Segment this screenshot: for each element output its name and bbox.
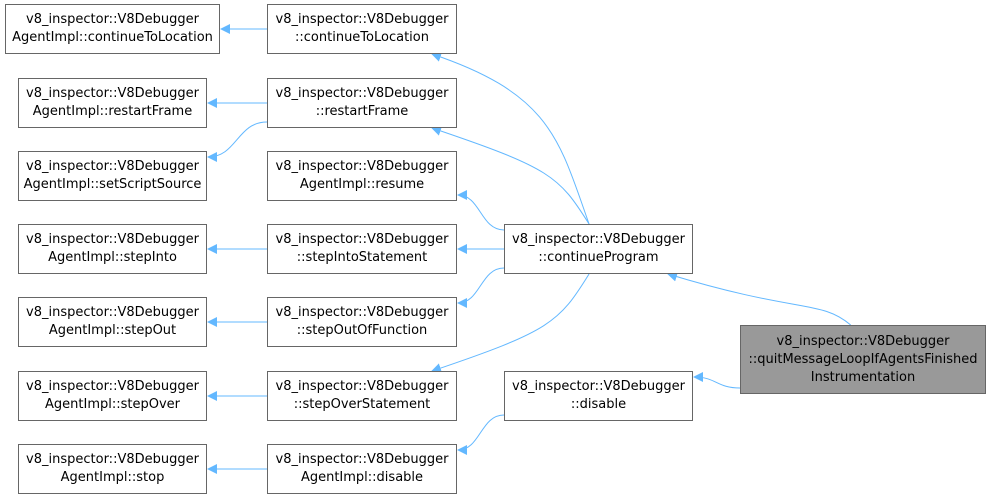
node-label-line: v8_inspector::V8Debugger [26, 452, 199, 467]
node-label-line: AgentImpl::stepInto [48, 250, 177, 265]
node-label-line: v8_inspector::V8Debugger [512, 379, 685, 394]
node-debugger-step-over-statement[interactable]: v8_inspector::V8Debugger ::stepOverState… [267, 371, 457, 421]
node-label-line: v8_inspector::V8Debugger [26, 232, 199, 247]
node-agent-step-out[interactable]: v8_inspector::V8Debugger AgentImpl::step… [18, 297, 207, 347]
node-debugger-restart-frame[interactable]: v8_inspector::V8Debugger ::restartFrame [267, 78, 457, 128]
node-label-line: v8_inspector::V8Debugger [26, 305, 199, 320]
call-edge-arrow [431, 52, 590, 225]
node-debugger-step-into-statement[interactable]: v8_inspector::V8Debugger ::stepIntoState… [267, 224, 457, 274]
node-label-line: AgentImpl::stepOut [48, 323, 177, 338]
node-debugger-disable[interactable]: v8_inspector::V8Debugger ::disable [504, 371, 693, 421]
node-label-line: ::quitMessageLoopIfAgentsFinished [748, 351, 978, 367]
call-edge-arrow [457, 190, 505, 231]
node-label-line: v8_inspector::V8Debugger [275, 305, 449, 320]
node-debugger-step-out-of-function[interactable]: v8_inspector::V8Debugger ::stepOutOfFunc… [267, 297, 457, 347]
node-label-line: ::restartFrame [315, 104, 409, 119]
node-label-line: Instrumentation [810, 369, 916, 385]
node-label-line: AgentImpl::restartFrame [32, 104, 193, 119]
node-label-line: v8_inspector::V8Debugger [512, 232, 685, 247]
node-label-line: v8_inspector::V8Debugger [275, 379, 449, 394]
call-edge-arrow [457, 267, 505, 308]
node-label-line: v8_inspector::V8Debugger [275, 86, 449, 101]
node-label-line: AgentImpl::resume [299, 177, 425, 192]
node-label-line: v8_inspector::V8Debugger [275, 232, 449, 247]
call-edge-arrow [693, 372, 741, 389]
node-label-line: AgentImpl::continueToLocation [12, 30, 213, 45]
node-agent-set-script-source[interactable]: v8_inspector::V8Debugger AgentImpl::setS… [18, 151, 207, 201]
call-edge-arrow [667, 271, 852, 326]
node-label-line: AgentImpl::stop [60, 470, 165, 485]
node-agent-stop[interactable]: v8_inspector::V8Debugger AgentImpl::stop [18, 444, 207, 494]
node-agent-step-into[interactable]: v8_inspector::V8Debugger AgentImpl::step… [18, 224, 207, 274]
node-debugger-continue-to-location[interactable]: v8_inspector::V8Debugger ::continueToLoc… [267, 4, 457, 54]
node-label-line: v8_inspector::V8Debugger [275, 159, 449, 174]
node-label-line: ::continueToLocation [295, 30, 429, 45]
node-label-line: v8_inspector::V8Debugger [26, 86, 199, 101]
node-agent-continue-to-location[interactable]: v8_inspector::V8Debugger AgentImpl::cont… [5, 4, 220, 54]
node-label-line: v8_inspector::V8Debugger [26, 159, 199, 174]
node-label-line: ::continueProgram [538, 250, 659, 265]
call-edge-arrow [457, 414, 505, 455]
node-label-line: AgentImpl::disable [300, 470, 424, 485]
node-debugger-continue-program[interactable]: v8_inspector::V8Debugger ::continueProgr… [504, 224, 693, 274]
node-label-line: v8_inspector::V8Debugger [275, 452, 449, 467]
node-label-line: ::disable [570, 397, 627, 412]
node-label-line: v8_inspector::V8Debugger [26, 12, 199, 27]
node-label-line: ::stepIntoStatement [296, 250, 428, 265]
node-agent-restart-frame[interactable]: v8_inspector::V8Debugger AgentImpl::rest… [18, 78, 207, 128]
node-label-line: AgentImpl::stepOver [45, 397, 180, 412]
node-debugger-quit-message-loop-target: v8_inspector::V8Debugger ::quitMessageLo… [740, 325, 986, 394]
node-label-line: ::stepOutOfFunction [296, 323, 428, 338]
call-edge-arrow [431, 273, 590, 373]
call-edge-arrow [431, 126, 590, 225]
node-agent-resume[interactable]: v8_inspector::V8Debugger AgentImpl::resu… [267, 151, 457, 201]
node-label-line: ::stepOverStatement [293, 397, 431, 412]
node-label-line: v8_inspector::V8Debugger [26, 379, 199, 394]
node-label-line: v8_inspector::V8Debugger [776, 333, 950, 349]
node-label-line: AgentImpl::setScriptSource [23, 177, 202, 192]
node-label-line: v8_inspector::V8Debugger [275, 12, 449, 27]
call-edge-arrow [207, 121, 268, 162]
node-agent-disable[interactable]: v8_inspector::V8Debugger AgentImpl::disa… [267, 444, 457, 494]
node-agent-step-over[interactable]: v8_inspector::V8Debugger AgentImpl::step… [18, 371, 207, 421]
